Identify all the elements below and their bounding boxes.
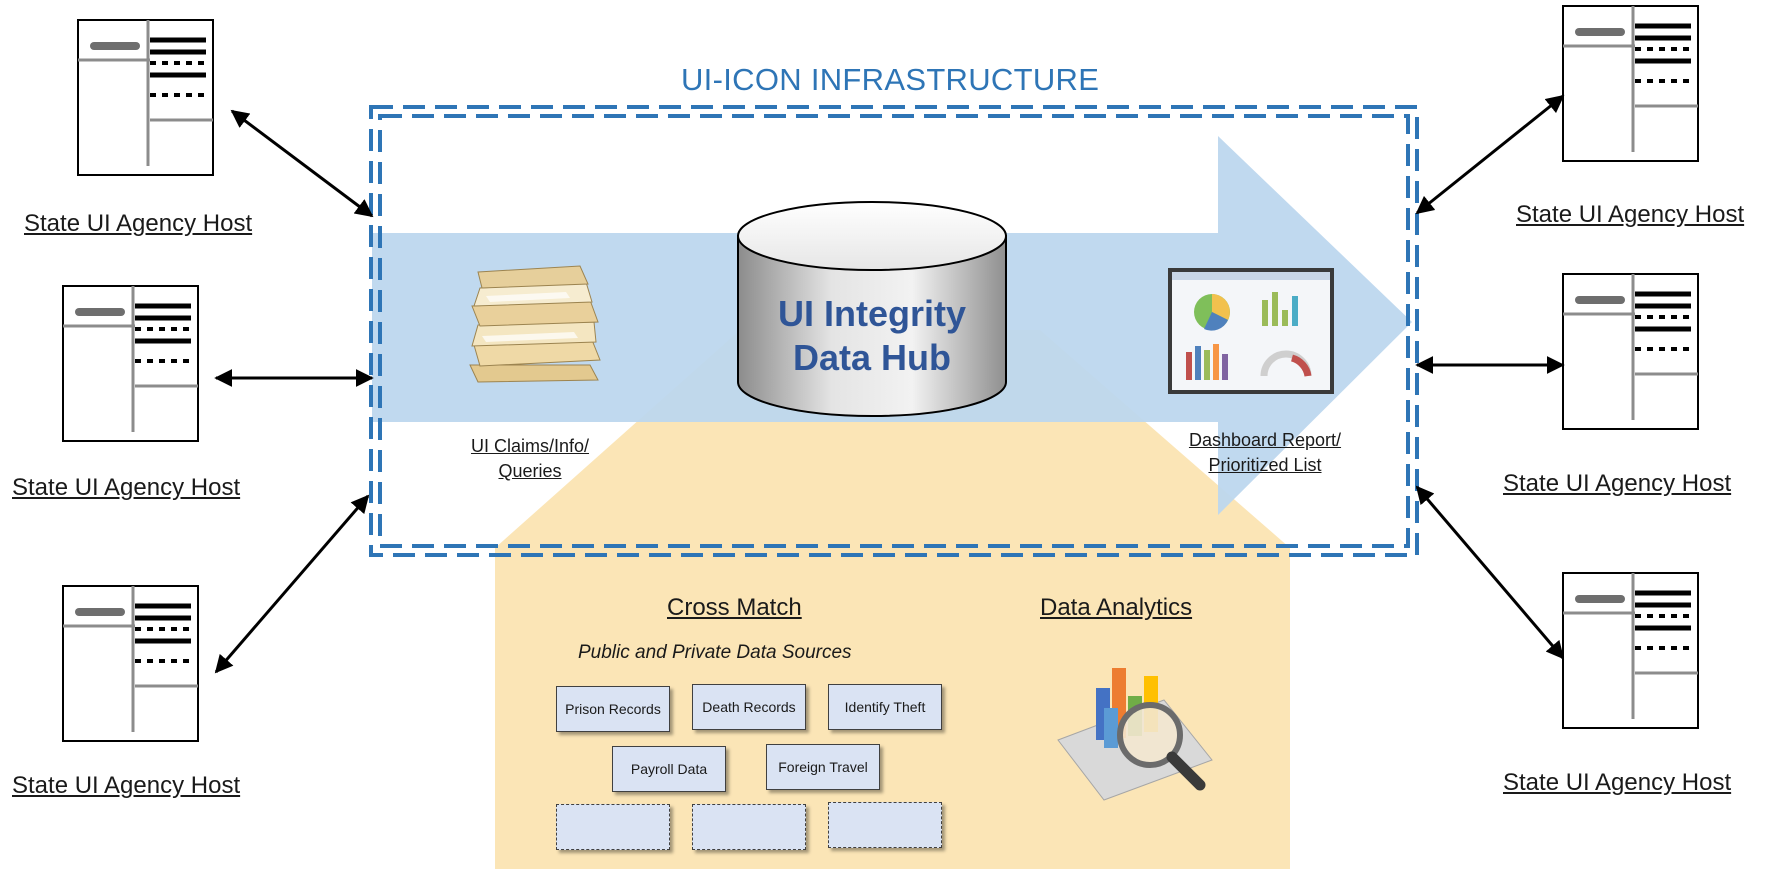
source-payroll-data: Payroll Data xyxy=(612,746,726,792)
output-label: Dashboard Report/ Prioritized List xyxy=(1160,428,1370,478)
host-label: State UI Agency Host xyxy=(1503,470,1732,497)
analytics-chart-icon xyxy=(1057,668,1213,801)
server-icon xyxy=(1563,6,1698,161)
hub-label-line2: Data Hub xyxy=(792,337,951,378)
source-prison-records: Prison Records xyxy=(556,686,670,732)
source-identify-theft: Identify Theft xyxy=(828,684,942,730)
connection-arrow xyxy=(1415,94,1565,215)
document-stack-icon xyxy=(469,265,601,383)
source-placeholder xyxy=(692,804,806,850)
hub-label: UI Integrity Data Hub xyxy=(738,292,1006,380)
connection-arrow xyxy=(1415,485,1565,660)
output-label-line2: Prioritized List xyxy=(1208,455,1322,475)
input-label-line2: Queries xyxy=(498,461,562,481)
host-label: State UI Agency Host xyxy=(1516,201,1745,228)
server-icon xyxy=(63,586,198,741)
connection-arrow xyxy=(230,109,374,218)
source-placeholder xyxy=(828,802,942,848)
data-analytics-heading: Data Analytics xyxy=(1040,594,1193,621)
diagram-title: UI-ICON INFRASTRUCTURE xyxy=(681,62,1100,97)
dashboard-screenshot-icon xyxy=(1168,268,1334,394)
input-label: UI Claims/Info/ Queries xyxy=(440,434,620,484)
server-icon xyxy=(1563,573,1698,728)
host-label: State UI Agency Host xyxy=(24,210,253,237)
input-label-line1: UI Claims/Info/ xyxy=(470,436,590,456)
database-icon xyxy=(737,201,1007,417)
host-label: State UI Agency Host xyxy=(12,474,241,501)
output-label-line1: Dashboard Report/ xyxy=(1188,430,1342,450)
source-placeholder xyxy=(556,804,670,850)
cross-match-heading: Cross Match xyxy=(667,594,802,621)
server-icon xyxy=(1563,274,1698,429)
server-icon xyxy=(78,20,213,175)
host-label: State UI Agency Host xyxy=(1503,769,1732,796)
source-death-records: Death Records xyxy=(692,684,806,730)
source-foreign-travel: Foreign Travel xyxy=(766,744,880,790)
server-icon xyxy=(63,286,198,441)
hub-label-line1: UI Integrity xyxy=(777,293,966,334)
infrastructure-boundary xyxy=(369,105,1419,557)
host-label: State UI Agency Host xyxy=(12,772,241,799)
data-sources-subheading: Public and Private Data Sources xyxy=(578,642,852,663)
connection-arrow xyxy=(214,494,370,674)
host-connections xyxy=(214,94,1565,674)
